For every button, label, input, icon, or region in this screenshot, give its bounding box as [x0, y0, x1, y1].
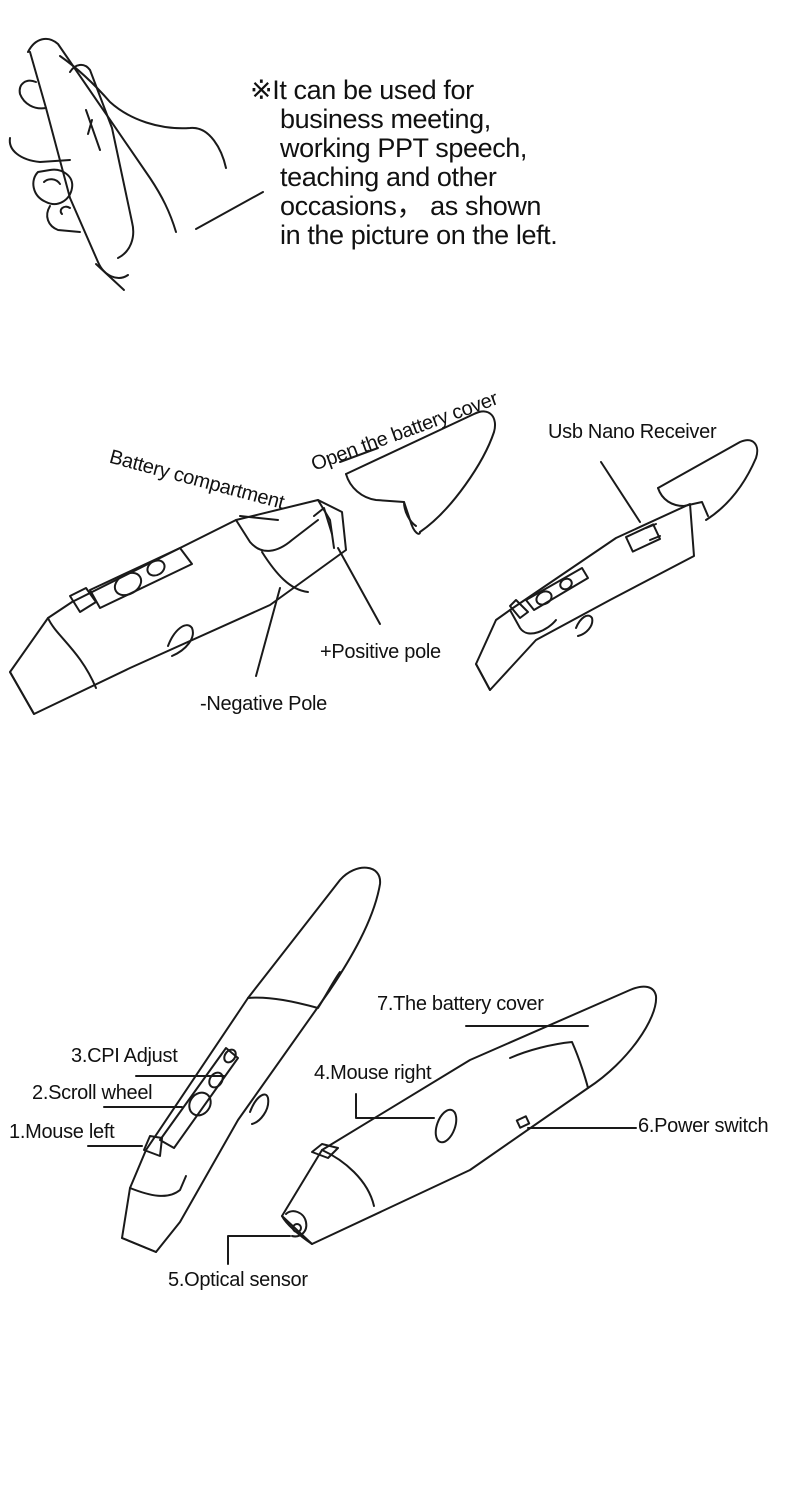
parts-leader-lines [87, 1025, 637, 1265]
usage-line-3: working PPT speech, [280, 133, 528, 163]
diagonal-pen-mouse [281, 985, 658, 1245]
scroll-wheel-label: 2.Scroll wheel [32, 1082, 153, 1104]
power-switch-label: 6.Power switch [638, 1115, 769, 1137]
negative-pole-label: -Negative Pole [200, 693, 327, 715]
battery-cover-label: 7.The battery cover [377, 993, 544, 1015]
usb-nano-receiver-label: Usb Nano Receiver [548, 421, 717, 443]
pen-body-open [9, 499, 347, 715]
optical-sensor-label: 5.Optical sensor [168, 1269, 308, 1291]
upright-pen-mouse [121, 866, 382, 1253]
usage-line-5: occasions， as shown [280, 191, 542, 221]
usage-line-6: in the picture on the left. [280, 220, 558, 250]
usage-line-1: ※It can be used for [250, 75, 474, 105]
usage-line-2: business meeting, [280, 104, 491, 134]
hand-outline [8, 37, 264, 291]
reference-mark: ※ [250, 75, 273, 105]
assembly-leader-lines [239, 447, 641, 677]
usage-line-4: teaching and other [280, 162, 497, 192]
mouse-left-label: 1.Mouse left [9, 1121, 115, 1143]
positive-pole-label: +Positive pole [320, 641, 441, 663]
battery-cover-removed [345, 410, 496, 535]
mouse-right-label: 4.Mouse right [314, 1062, 432, 1084]
pen-body-with-receiver [475, 503, 695, 691]
cpi-adjust-label: 3.CPI Adjust [71, 1045, 178, 1067]
usage-description: ※It can be used for business meeting, wo… [250, 76, 590, 250]
right-battery-cover [657, 439, 759, 521]
